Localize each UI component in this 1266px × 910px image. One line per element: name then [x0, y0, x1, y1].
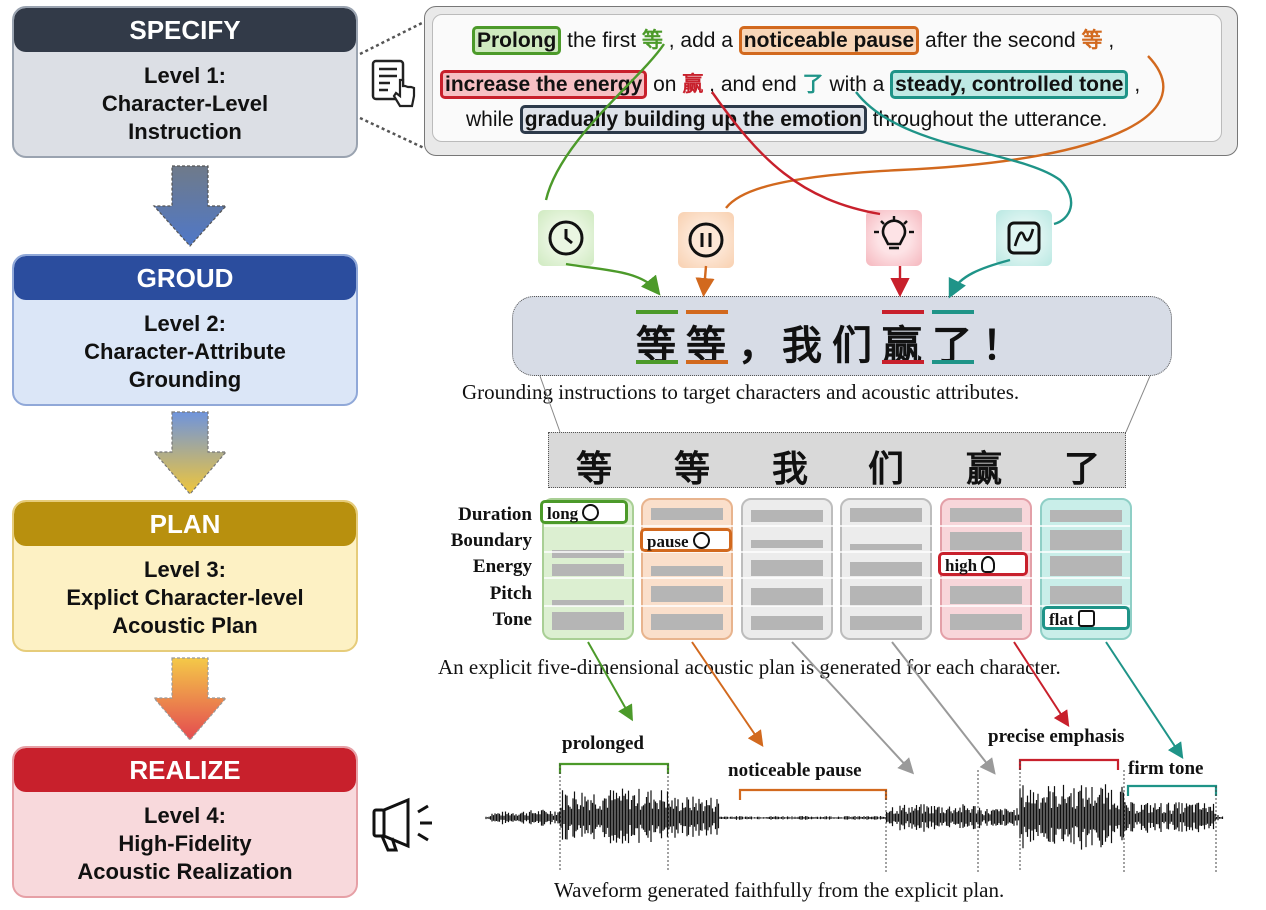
plan-row-lines: [544, 525, 1130, 607]
target-char: 赢: [682, 72, 704, 96]
tag-label: high: [945, 556, 978, 575]
header-char: 我: [772, 449, 809, 490]
stage-line: Instruction: [128, 119, 242, 144]
label-firm-tone: firm tone: [1128, 758, 1204, 779]
stage-title: PLAN: [14, 502, 356, 546]
sentence-char: 我: [782, 323, 822, 369]
clock-icon: [582, 504, 600, 521]
sentence-char: ！: [982, 323, 1022, 369]
sentence-char: ，: [738, 323, 778, 369]
tag-label: long: [547, 504, 579, 523]
header-char: 了: [1064, 449, 1101, 490]
instruction-text: on: [653, 73, 677, 96]
row-label-boundary: Boundary: [450, 530, 532, 551]
connector-red: [711, 91, 881, 216]
label-prolonged: prolonged: [562, 733, 645, 754]
stage-line: Character-Level: [101, 91, 269, 116]
highlight-prolong: Prolong: [472, 26, 562, 55]
sentence-char: 们: [832, 323, 872, 369]
instruction-text: the first: [567, 29, 637, 52]
row-label-duration: Duration: [458, 504, 532, 525]
stage-level: Level 4:: [144, 803, 226, 828]
stage-title: GROUD: [14, 256, 356, 300]
instruction-text: with a: [829, 73, 885, 96]
stage-line: Character-Attribute: [84, 339, 286, 364]
stage-realize: REALIZE Level 4: High-Fidelity Acoustic …: [12, 746, 358, 898]
target-char: 等: [1081, 28, 1103, 52]
instruction-document-icon: [371, 59, 416, 108]
label-precise-emphasis: precise emphasis: [988, 726, 1125, 747]
stage-line: Grounding: [128, 367, 242, 392]
instruction-text: ,: [1134, 73, 1141, 96]
instruction-text: , add a: [668, 29, 733, 52]
instruction-line-3: while gradually building up the emotion …: [466, 105, 1108, 134]
pause-icon: [688, 222, 724, 258]
highlight-energy: increase the energy: [440, 70, 648, 99]
stage-title: REALIZE: [14, 748, 356, 792]
stage-level: Level 1:: [144, 63, 226, 88]
clock-icon: [548, 220, 584, 256]
header-char: 等: [674, 449, 711, 490]
stage-title: SPECIFY: [14, 8, 356, 52]
instruction-text: while: [466, 108, 514, 131]
down-arrow-icon: [152, 165, 228, 247]
highlight-emotion: gradually building up the emotion: [519, 105, 867, 134]
tag-long: long: [540, 500, 628, 524]
pitch-wave-icon: [1007, 221, 1041, 255]
pause-tile: [678, 212, 734, 268]
tag-pause: pause: [640, 528, 732, 552]
row-label-pitch: Pitch: [489, 583, 532, 604]
stage-specify: SPECIFY Level 1: Character-Level Instruc…: [12, 6, 358, 158]
stage-plan: PLAN Level 3: Explict Character-level Ac…: [12, 500, 358, 652]
tag-label: pause: [647, 532, 689, 551]
highlight-tone: steady, controlled tone: [890, 70, 1129, 99]
header-char: 们: [868, 449, 905, 490]
plan-caption: An explicit five-dimensional acoustic pl…: [438, 655, 1061, 679]
waveform: [485, 784, 1224, 850]
pitch-wave-icon: [1077, 610, 1095, 627]
connector-orange: [725, 55, 1165, 209]
down-arrow-icon: [152, 657, 228, 741]
plan-bar-set: [552, 508, 1122, 630]
lightbulb-icon: [874, 216, 914, 250]
stage-level: Level 2:: [144, 311, 226, 336]
row-label-energy: Energy: [472, 556, 532, 577]
stage-line: Acoustic Plan: [112, 613, 258, 638]
highlight-pause: noticeable pause: [738, 26, 920, 55]
instruction-text: throughout the utterance.: [872, 108, 1108, 131]
header-char: 等: [576, 449, 613, 490]
tag-label: flat: [1049, 610, 1074, 629]
instruction-text: ,: [1108, 29, 1115, 52]
target-char: 了: [802, 72, 824, 96]
tag-flat: flat: [1042, 606, 1130, 630]
stage-line: Acoustic Realization: [77, 859, 293, 884]
down-arrow-icon: [152, 411, 228, 495]
header-char: 赢: [966, 449, 1003, 490]
stage-line: High-Fidelity: [118, 831, 252, 856]
stage-ground: GROUD Level 2: Character-Attribute Groun…: [12, 254, 358, 406]
instruction-line-1: Prolong the first 等 , add a noticeable p…: [472, 24, 1115, 55]
connector-green: [544, 43, 665, 201]
lightbulb-icon: [981, 556, 996, 573]
connector-teal: [855, 91, 1073, 226]
instruction-text: , and end: [709, 73, 797, 96]
stage-level: Level 3:: [144, 557, 226, 582]
target-char: 等: [641, 28, 663, 52]
row-label-tone: Tone: [492, 609, 532, 630]
instruction-line-2: increase the energy on 赢 , and end 了 wit…: [440, 68, 1141, 99]
instruction-text: after the second: [925, 29, 1076, 52]
sentence-bubble: [512, 296, 1172, 376]
stage-line: Explict Character-level: [66, 585, 304, 610]
waveform-caption: Waveform generated faithfully from the e…: [554, 878, 1005, 902]
megaphone-icon: [372, 797, 432, 852]
label-noticeable-pause: noticeable pause: [728, 760, 862, 781]
tag-high: high: [938, 552, 1028, 576]
pause-icon: [692, 532, 710, 549]
grounding-caption: Grounding instructions to target charact…: [462, 380, 1020, 404]
char-header-row: [548, 432, 1126, 488]
